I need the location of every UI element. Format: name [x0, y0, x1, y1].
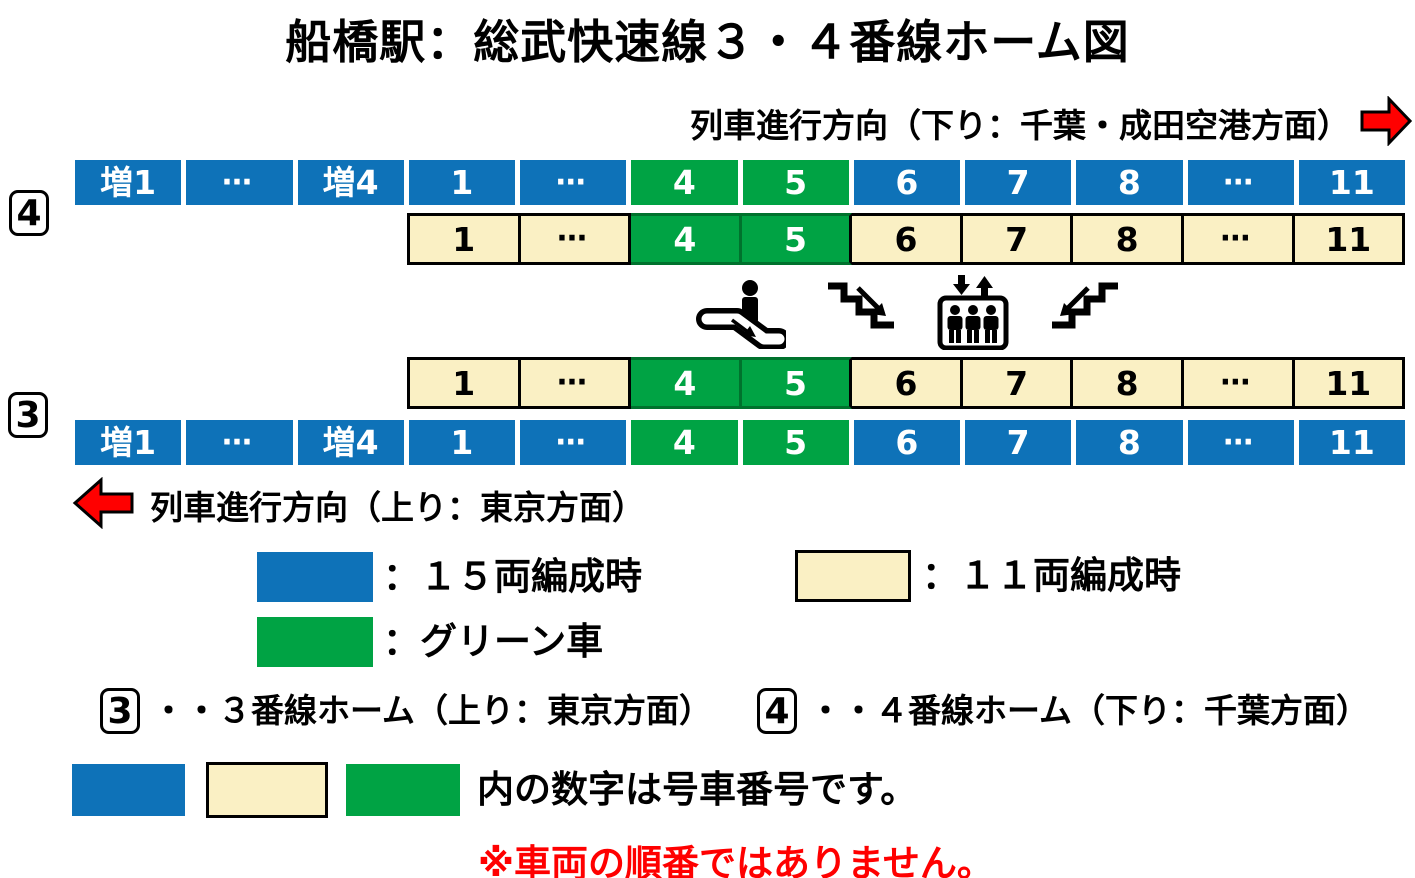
note-platform3-label: ・・３番線ホーム（上り：東京方面）	[152, 691, 713, 730]
car-cell: 8	[1076, 420, 1183, 465]
car-number-note: 内の数字は号車番号です。	[477, 768, 918, 811]
green-car-cell: 4	[631, 160, 738, 205]
arrow-right-icon	[1360, 95, 1413, 150]
arrow-left-icon	[72, 476, 134, 533]
note-platform3-badge: 3	[100, 688, 140, 734]
car-cell: 6	[852, 357, 963, 409]
car-cell: 6	[853, 160, 960, 205]
car-cell: 11	[1298, 420, 1405, 465]
escalator-icon	[690, 275, 790, 353]
bottom-blue-swatch	[72, 764, 185, 816]
direction-down-line: 列車進行方向（下り：千葉・成田空港方面）	[690, 95, 1413, 150]
platform3-badge: 3	[8, 392, 48, 438]
car-cell: 増1	[75, 420, 182, 465]
legend-cream-swatch	[795, 550, 911, 602]
car-cell: ⋯	[520, 357, 632, 409]
car-cell: ⋯	[1183, 213, 1295, 265]
legend-blue-swatch	[257, 552, 373, 602]
green-car-cell: 5	[742, 160, 849, 205]
legend-greencar-label: ：グリーン車	[383, 620, 604, 663]
car-cell: ⋯	[186, 420, 293, 465]
warning-note: ※車両の順番ではありません。	[478, 842, 994, 878]
green-car-cell: 5	[741, 357, 853, 409]
car-cell: 増1	[75, 160, 182, 205]
legend-15car-label: ：１５両編成時	[383, 555, 642, 598]
bottom-cream-swatch	[206, 762, 328, 818]
car-cell: 11	[1294, 213, 1406, 265]
green-car-cell: 4	[631, 357, 742, 409]
car-cell: 1	[408, 160, 515, 205]
page-title: 船橋駅：総武快速線３・４番線ホーム図	[285, 15, 1130, 69]
car-cell: 7	[962, 213, 1074, 265]
green-car-cell: 4	[631, 213, 742, 265]
stairs-up-icon	[1048, 278, 1122, 350]
bottom-green-swatch	[346, 764, 460, 816]
direction-up-label: 列車進行方向（上り：東京方面）	[150, 488, 645, 527]
car-cell: 増4	[297, 160, 404, 205]
car-cell: ⋯	[520, 420, 627, 465]
elevator-icon	[936, 274, 1010, 354]
car-cell: ⋯	[1183, 357, 1295, 409]
car-cell: 8	[1073, 357, 1184, 409]
direction-up-line: 列車進行方向（上り：東京方面）	[72, 476, 645, 533]
car-cell: ⋯	[1187, 160, 1294, 205]
car-cell: 7	[965, 160, 1072, 205]
note-platform4-label: ・・４番線ホーム（下り：千葉方面）	[809, 691, 1370, 730]
stairs-down-icon	[824, 278, 898, 350]
green-car-cell: 4	[631, 420, 738, 465]
car-cell: 11	[1294, 357, 1406, 409]
car-cell: 8	[1076, 160, 1183, 205]
direction-down-label: 列車進行方向（下り：千葉・成田空港方面）	[690, 106, 1350, 145]
facility-icons	[690, 274, 1130, 354]
car-cell: ⋯	[186, 160, 293, 205]
green-car-cell: 5	[741, 213, 853, 265]
car-cell: ⋯	[1187, 420, 1294, 465]
car-cell: 11	[1298, 160, 1405, 205]
note-platform4-badge: 4	[757, 688, 797, 734]
platform4-badge: 4	[9, 190, 49, 236]
car-cell: 1	[407, 357, 521, 409]
car-cell: ⋯	[520, 213, 632, 265]
car-cell: 1	[408, 420, 515, 465]
car-cell: 6	[853, 420, 960, 465]
car-cell: 1	[407, 213, 521, 265]
legend-11car-label: ：１１両編成時	[922, 554, 1181, 597]
car-cell: 8	[1073, 213, 1184, 265]
car-cell: 6	[852, 213, 963, 265]
car-cell: 7	[962, 357, 1074, 409]
green-car-cell: 5	[742, 420, 849, 465]
car-cell: 増4	[297, 420, 404, 465]
car-cell: ⋯	[520, 160, 627, 205]
car-cell: 7	[965, 420, 1072, 465]
legend-green-swatch	[257, 617, 373, 667]
